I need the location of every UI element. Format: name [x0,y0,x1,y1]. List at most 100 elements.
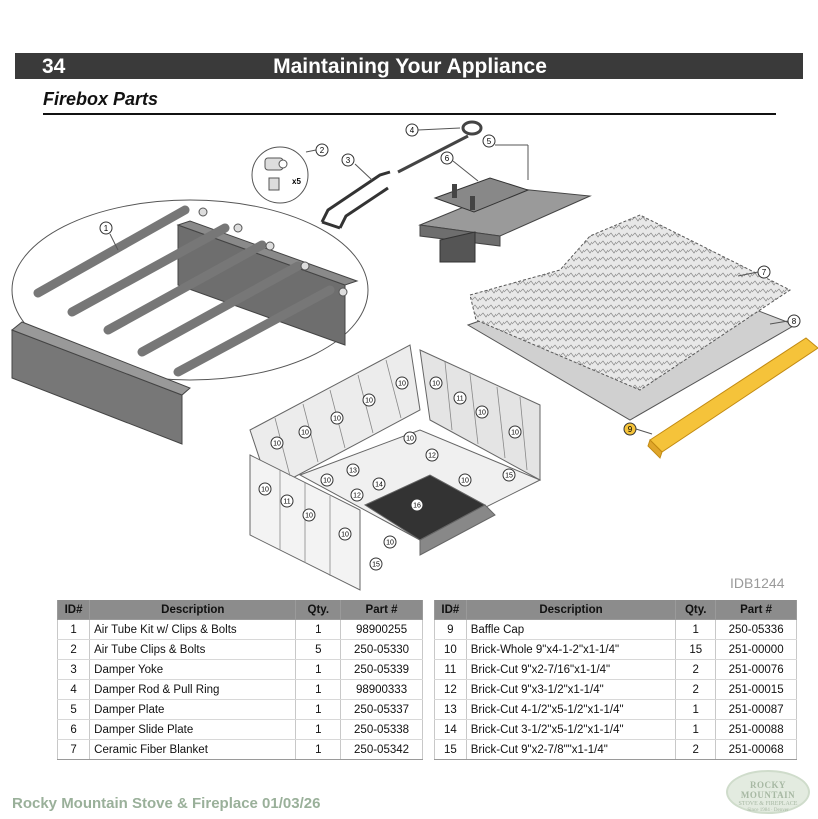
callout-10l-label: 10 [261,487,269,494]
damper-plate [418,187,592,263]
callout-10i [403,431,417,445]
callout-15a [502,468,516,482]
callout-3-label: 3 [346,156,351,165]
header-bar [15,53,803,79]
col-id: ID# [434,600,467,620]
callout-14 [372,477,386,491]
callout-11a [453,391,467,405]
callout-16-label: 16 [413,503,421,510]
callout-12b-label: 12 [353,493,361,500]
callout-9 [623,422,637,436]
col-qty: Qty. [295,600,342,620]
section-title: Firebox Parts [43,89,159,109]
cell-id: 1 [56,619,91,640]
cell-id: 5 [56,699,91,720]
callout-12a [425,448,439,462]
callout-10b [298,425,312,439]
callout-5-label: 5 [487,137,492,146]
brick-joint-lines [274,359,528,576]
damper-rod-pull-ring [397,120,483,174]
firebox-front-bar [11,321,191,445]
firebox-parts-diagram: 1 x5 2 3 4 5 6 [11,120,818,591]
footer-text: Rocky Mountain Stove & Fireplace 01/03/2… [12,795,321,812]
callout-12a-label: 12 [428,453,436,460]
callout-10o-label: 10 [386,540,394,547]
callout-5 [482,134,496,148]
callout-10m [302,508,316,522]
cell-id: 4 [56,679,91,700]
callout-10f-label: 10 [432,381,440,388]
cell-part: 251-00000 [715,639,797,660]
cell-description: Damper Slide Plate [89,719,297,740]
callout-10n [338,527,352,541]
callout-3 [341,153,355,167]
cell-description: Brick-Cut 3-1/2"x5-1/2"x1-1/4" [465,719,677,740]
callout-10e-label: 10 [398,381,406,388]
cell-qty: 15 [675,639,717,660]
cell-id: 10 [434,639,467,660]
cell-description: Damper Yoke [89,659,297,680]
baffle-cap [647,337,818,459]
callout-10g [475,405,489,419]
brick-callouts: 10 10 10 10 10 10 11 10 10 10 12 13 10 1… [258,376,522,571]
callout-10f [429,376,443,390]
callout-15a-label: 15 [505,473,513,480]
cell-id: 2 [56,639,91,660]
cell-qty: 1 [675,699,717,720]
air-tubes [33,205,335,377]
company-logo: ROCKY MOUNTAIN STOVE & FIREPLACE Since 1… [726,770,810,814]
callout-10j [320,473,334,487]
cell-qty: 1 [295,699,342,720]
col-part: Part # [715,600,797,620]
cell-description: Brick-Cut 4-1/2"x5-1/2"x1-1/4" [465,699,677,720]
cell-part: 250-05330 [340,639,423,660]
cell-description: Air Tube Clips & Bolts [89,639,297,660]
callout-11b [280,494,294,508]
cell-part: 251-00076 [715,659,797,680]
callout-15b [369,557,383,571]
firebrick-grate-step [419,504,496,556]
cell-description: Brick-Cut 9"x3-1/2"x1-1/4" [465,679,677,700]
callout-10e [395,376,409,390]
cell-part: 250-05338 [340,719,423,740]
cell-part: 251-00068 [715,739,797,760]
callout-10h [508,425,522,439]
callout-10b-label: 10 [301,430,309,437]
callout-11a-label: 11 [456,396,463,403]
cell-qty: 1 [295,619,342,640]
callout-10a-label: 10 [273,441,281,448]
damper-slide-plate [433,177,530,213]
cell-description: Air Tube Kit w/ Clips & Bolts [89,619,297,640]
cell-description: Damper Plate [89,699,297,720]
callout-10j-label: 10 [323,478,331,485]
cell-id: 14 [434,719,467,740]
section-divider [43,113,776,115]
callout-8 [787,314,801,328]
cell-id: 12 [434,679,467,700]
callout-10m-label: 10 [305,513,313,520]
cell-qty: 5 [295,639,342,660]
air-tube-kit-outline [11,199,369,381]
callout-11b-label: 11 [283,499,290,506]
callout-10a [270,436,284,450]
cell-description: Baffle Cap [465,619,677,640]
page-title: Maintaining Your Appliance [273,55,547,78]
cell-qty: 1 [675,719,717,740]
callout-10o [383,535,397,549]
cell-part: 251-00015 [715,679,797,700]
callout-1 [99,221,113,235]
cell-part: 250-05336 [715,619,797,640]
callout-10d [362,393,376,407]
callout-16 [410,498,424,512]
cell-qty: 2 [675,739,717,760]
damper-yoke [320,170,391,230]
